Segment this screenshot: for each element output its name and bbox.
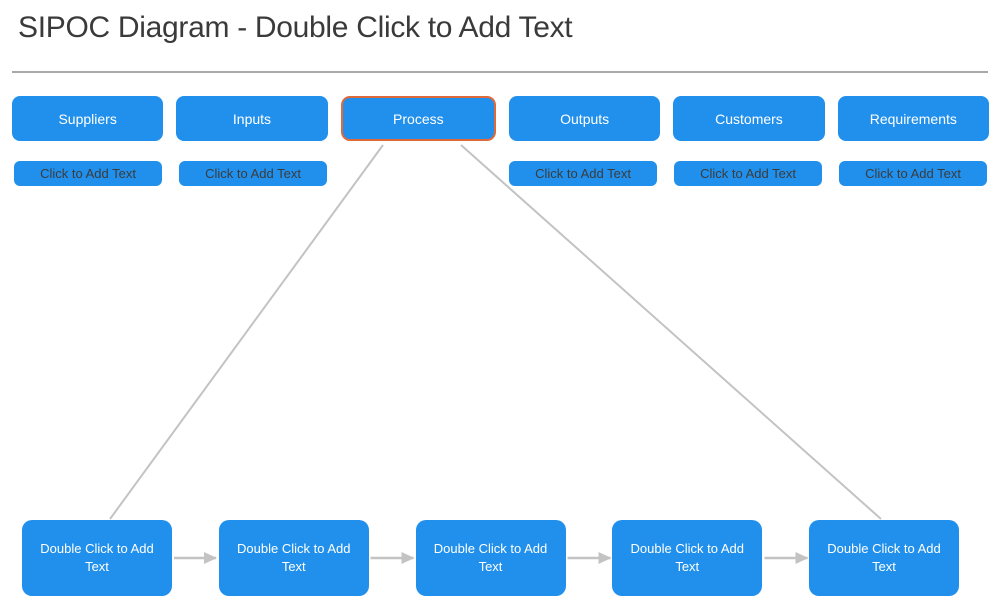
placeholder-box-requirements[interactable]: Click to Add Text xyxy=(839,161,987,186)
process-step-box-5[interactable]: Double Click to Add Text xyxy=(809,520,959,596)
placeholder-cell-process-empty xyxy=(342,161,494,186)
placeholder-cell-suppliers: Click to Add Text xyxy=(12,161,164,186)
header-box-outputs[interactable]: Outputs xyxy=(508,96,661,141)
placeholder-cell-customers: Click to Add Text xyxy=(672,161,824,186)
header-row: Suppliers Inputs Process Outputs Custome… xyxy=(12,96,989,141)
placeholder-cell-inputs: Click to Add Text xyxy=(177,161,329,186)
placeholder-box-customers[interactable]: Click to Add Text xyxy=(674,161,822,186)
process-step-box-2[interactable]: Double Click to Add Text xyxy=(218,520,369,596)
connector-process-to-step-5[interactable] xyxy=(460,144,882,520)
header-box-requirements[interactable]: Requirements xyxy=(837,96,989,141)
process-step-box-4[interactable]: Double Click to Add Text xyxy=(612,520,763,596)
placeholder-box-inputs[interactable]: Click to Add Text xyxy=(179,161,327,186)
placeholder-box-suppliers[interactable]: Click to Add Text xyxy=(14,161,162,186)
header-box-process[interactable]: Process xyxy=(340,96,496,141)
placeholder-cell-outputs: Click to Add Text xyxy=(507,161,659,186)
placeholder-box-outputs[interactable]: Click to Add Text xyxy=(509,161,657,186)
process-step-box-3[interactable]: Double Click to Add Text xyxy=(415,520,566,596)
header-box-suppliers[interactable]: Suppliers xyxy=(12,96,164,141)
process-step-box-1[interactable]: Double Click to Add Text xyxy=(22,520,172,596)
header-box-customers[interactable]: Customers xyxy=(673,96,825,141)
placeholder-row: Click to Add Text Click to Add Text Clic… xyxy=(12,161,989,186)
title-divider xyxy=(12,71,988,73)
placeholder-cell-requirements: Click to Add Text xyxy=(837,161,989,186)
process-steps-row: Double Click to Add Text Double Click to… xyxy=(22,520,959,596)
header-box-inputs[interactable]: Inputs xyxy=(176,96,328,141)
connector-process-to-step-1[interactable] xyxy=(109,144,384,520)
diagram-title[interactable]: SIPOC Diagram - Double Click to Add Text xyxy=(18,11,573,44)
